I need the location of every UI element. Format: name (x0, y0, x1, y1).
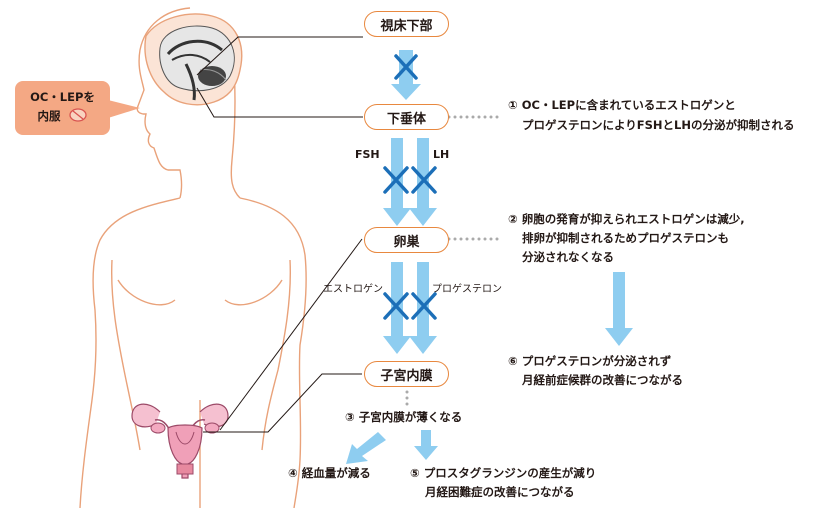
node-pituitary: 下垂体 (364, 104, 449, 130)
note-6-line2: 月経前症候群の改善につながる (522, 373, 683, 387)
label-fsh: FSH (355, 148, 380, 161)
leader-lines (196, 36, 363, 433)
node-ovary: 卵巣 (364, 227, 449, 253)
arrow-hypothalamus-pituitary (391, 50, 421, 100)
callout-pointer (108, 100, 140, 118)
note-6-line1: ⑥ プロゲステロンが分泌されず (508, 354, 672, 368)
brain-icon (159, 25, 235, 101)
note-2-line3: 分泌されなくなる (522, 250, 614, 264)
arrow-to-note4 (346, 432, 386, 464)
label-lh: LH (433, 148, 450, 161)
note-4: ④ 経血量が減る (288, 466, 371, 480)
dotted-connectors (405, 115, 499, 406)
node-hypothalamus: 視床下部 (364, 11, 449, 37)
note-2-line1: ② 卵胞の発育が抑えられエストロゲンは減少, (508, 212, 745, 226)
cross-icon (383, 166, 409, 194)
cross-icon (411, 166, 437, 194)
oc-lep-callout: OC・LEPを 内服 (15, 81, 110, 135)
note-2-line2: 排卵が抑制されるためプロゲステロンも (522, 231, 729, 245)
block-marks (383, 54, 437, 320)
arrow-right-column (605, 272, 633, 346)
node-endometrium: 子宮内膜 (364, 361, 449, 387)
note-1-line2: プロゲステロンによりFSHとLHの分泌が抑制される (522, 118, 795, 132)
label-progesterone: プロゲステロン (432, 284, 502, 295)
callout-line1: OC・LEPを (30, 90, 95, 104)
callout-line2: 内服 (15, 107, 110, 126)
note-1-line1: ① OC・LEPに含まれているエストロゲンと (508, 98, 736, 112)
cross-icon (394, 54, 418, 80)
note-3: ③ 子宮内膜が薄くなる (345, 410, 463, 424)
uterus-icon (131, 403, 229, 479)
note-5-line1: ⑤ プロスタグランジンの産生が減り (410, 466, 597, 480)
arrow-to-note5 (414, 430, 438, 460)
label-estrogen: エストロゲン (323, 284, 383, 295)
pill-icon (68, 108, 87, 122)
cross-icon (383, 292, 409, 320)
cross-icon (411, 292, 437, 320)
note-5-line2: 月経困難症の改善につながる (425, 485, 575, 499)
